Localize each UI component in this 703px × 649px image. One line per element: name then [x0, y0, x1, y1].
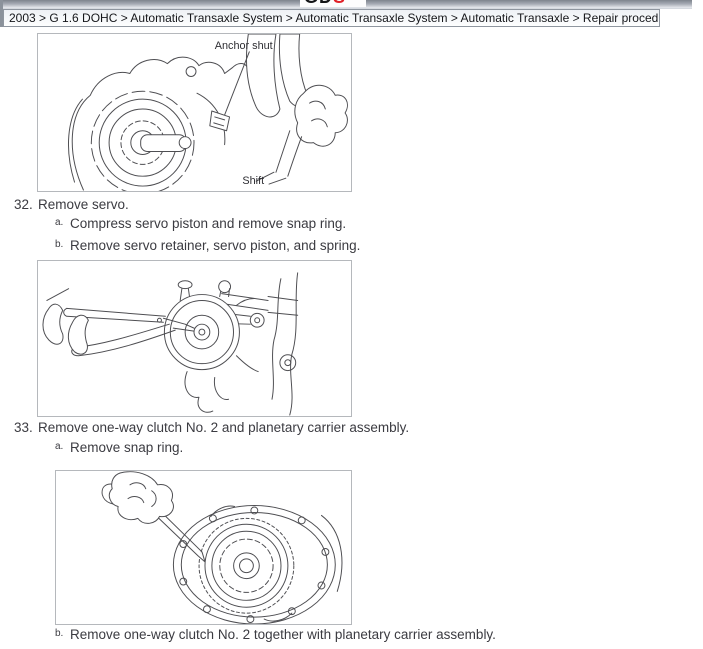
step-33-number: 33. [14, 420, 33, 435]
step-33b-text: Remove one-way clutch No. 2 together wit… [70, 627, 496, 642]
figure1-shift-label: Shift [242, 175, 264, 187]
step-32-number: 32. [14, 197, 33, 212]
step-32-text: Remove servo. [38, 197, 129, 212]
clutch-screwdriver-drawing [101, 471, 343, 624]
figure-servo-snap-ring-illustration [37, 260, 352, 417]
step-33b-marker: b. [55, 628, 64, 639]
header-left-edge [0, 0, 3, 27]
gds-logo-text: GDS [304, 0, 346, 7]
step-33-substep-a: a. Remove snap ring. [55, 440, 183, 455]
step-32b-marker: b. [55, 239, 64, 250]
step-33-text: Remove one-way clutch No. 2 and planetar… [38, 420, 410, 435]
figure-one-way-clutch-snap-ring-illustration [55, 470, 352, 625]
step-33-substep-b: b. Remove one-way clutch No. 2 together … [55, 627, 496, 642]
step-32a-marker: a. [55, 217, 64, 228]
figure1-anchor-label: Anchor shut [215, 40, 273, 52]
figure-anchor-shaft-illustration: Anchor shut Shift [37, 33, 352, 192]
gds-logo: GDS [300, 0, 366, 7]
gds-logo-red-letter: S [333, 0, 346, 7]
step-33a-text: Remove snap ring. [70, 440, 184, 455]
servo-pliers-drawing [42, 272, 299, 416]
step-32: 32. Remove servo. [14, 197, 129, 212]
breadcrumb: 2003 > G 1.6 DOHC > Automatic Transaxle … [3, 9, 660, 27]
step-32-substep-b: b. Remove servo retainer, servo piston, … [55, 238, 360, 253]
gds-logo-black-letters: GD [304, 0, 333, 7]
step-33: 33. Remove one-way clutch No. 2 and plan… [14, 420, 409, 435]
step-32-substep-a: a. Compress servo piston and remove snap… [55, 216, 346, 231]
anchor-shaft-drawing: Anchor shut Shift [67, 34, 348, 191]
step-33a-marker: a. [55, 441, 64, 452]
step-32a-text: Compress servo piston and remove snap ri… [70, 216, 347, 231]
step-32b-text: Remove servo retainer, servo piston, and… [70, 238, 361, 253]
